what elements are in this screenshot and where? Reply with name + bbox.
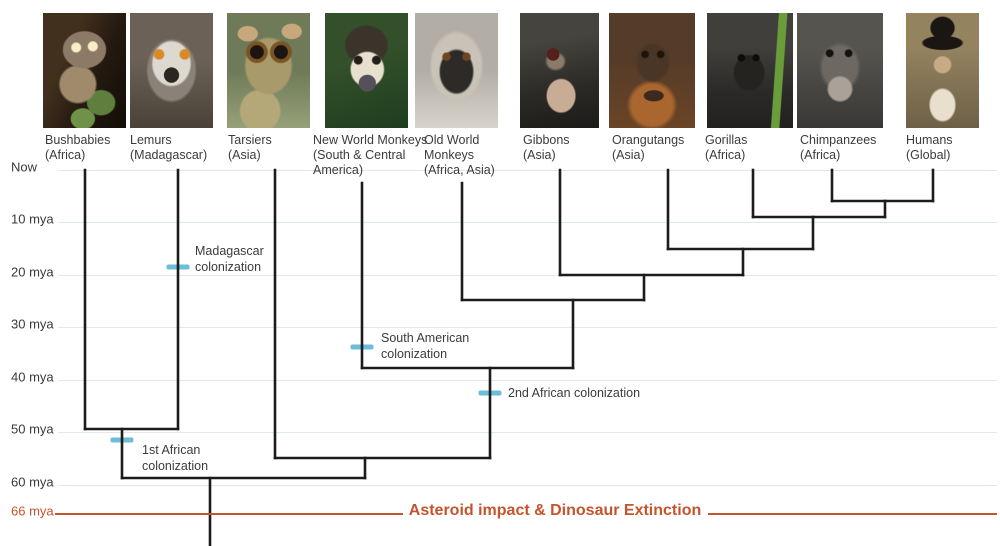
gridline-40-mya — [58, 380, 997, 381]
gorilla-photo — [707, 13, 793, 128]
gridline-30-mya — [58, 327, 997, 328]
second-african-colonization-tick — [478, 390, 502, 396]
south-american-colonization-label-line: colonization — [381, 347, 448, 361]
tarsier-photo — [227, 13, 310, 128]
bushbabies-label-line: Bushbabies — [45, 133, 111, 147]
gridline-60-mya — [58, 485, 997, 486]
gridline-now — [58, 170, 997, 171]
chimpanzees-label-line: Chimpanzees — [800, 133, 877, 147]
old-world-monkeys-label-line: (Africa, Asia) — [424, 163, 495, 177]
madagascar-colonization-label: Madagascar colonization — [195, 243, 264, 275]
bushbabies-label: Bushbabies(Africa) — [45, 133, 110, 163]
tarsiers-label-line: Tarsiers — [228, 133, 272, 147]
first-african-colonization-label: 1st African colonization — [142, 442, 208, 474]
axis-label-now: Now — [11, 159, 38, 175]
south-american-colonization-label-line: South American — [381, 331, 470, 345]
madagascar-colonization-tick — [166, 264, 190, 270]
gibbons-label: Gibbons(Asia) — [523, 133, 570, 163]
orangutangs-label-line: (Asia) — [612, 148, 645, 162]
vervet-monkey-photo — [415, 13, 498, 128]
charles-darwin-photo — [906, 13, 979, 128]
humans-label-line: (Global) — [906, 148, 951, 162]
gridline-20-mya — [58, 275, 997, 276]
first-african-colonization-tick — [110, 437, 134, 443]
orangutangs-label: Orangutangs(Asia) — [612, 133, 684, 163]
old-world-monkeys-label-line: Old World — [424, 133, 480, 147]
tarsiers-label-line: (Asia) — [228, 148, 261, 162]
axis-label-20-mya: 20 mya — [11, 264, 54, 280]
second-african-colonization-label: 2nd African colonization — [508, 385, 640, 401]
madagascar-colonization-label-line: colonization — [195, 260, 262, 274]
humans-label-line: Humans — [906, 133, 953, 147]
lemurs-label-line: (Madagascar) — [130, 148, 208, 162]
gridline-10-mya — [58, 222, 997, 223]
gibbons-label-line: Gibbons — [523, 133, 570, 147]
axis-label-50-mya: 50 mya — [11, 421, 54, 437]
tarsiers-label: Tarsiers(Asia) — [228, 133, 272, 163]
lemurs-label-line: Lemurs — [130, 133, 172, 147]
chimpanzees-label-line: (Africa) — [800, 148, 841, 162]
orangutangs-label-line: Orangutangs — [612, 133, 685, 147]
extinction-label: Asteroid impact & Dinosaur Extinction — [408, 502, 702, 519]
gridline-50-mya — [58, 432, 997, 433]
extinction-line — [708, 513, 997, 515]
humans-label: Humans(Global) — [906, 133, 953, 163]
new-world-monkeys-label-line: (South & Central — [313, 148, 406, 162]
axis-label-40-mya: 40 mya — [11, 369, 54, 385]
chimpanzees-label: Chimpanzees(Africa) — [800, 133, 876, 163]
new-world-monkeys-label-line: New World Monkeys — [313, 133, 428, 147]
axis-label-66-mya: 66 mya — [11, 503, 54, 519]
bushbaby-photo — [43, 13, 126, 128]
first-african-colonization-label-line: 1st African — [142, 443, 201, 457]
new-world-monkeys-label-line: America) — [313, 163, 364, 177]
first-african-colonization-label-line: colonization — [142, 459, 209, 473]
gibbons-label-line: (Asia) — [523, 148, 556, 162]
gorillas-label: Gorillas(Africa) — [705, 133, 747, 163]
axis-label-30-mya: 30 mya — [11, 316, 54, 332]
axis-label-10-mya: 10 mya — [11, 211, 54, 227]
chimpanzee-photo — [797, 13, 883, 128]
old-world-monkeys-label-line: Monkeys — [424, 148, 475, 162]
ring-tailed-lemur-photo — [130, 13, 213, 128]
axis-label-60-mya: 60 mya — [11, 474, 54, 490]
gorillas-label-line: Gorillas — [705, 133, 748, 147]
bushbabies-label-line: (Africa) — [45, 148, 86, 162]
south-american-colonization-label: South American colonization — [381, 330, 469, 362]
siamang-gibbon-photo — [520, 13, 599, 128]
extinction-line — [55, 513, 403, 515]
lemurs-label: Lemurs(Madagascar) — [130, 133, 207, 163]
squirrel-monkey-photo — [325, 13, 408, 128]
orangutan-photo — [609, 13, 695, 128]
gorillas-label-line: (Africa) — [705, 148, 746, 162]
south-american-colonization-tick — [350, 344, 374, 350]
madagascar-colonization-label-line: Madagascar — [195, 244, 264, 258]
second-african-colonization-label-line: 2nd African colonization — [508, 386, 641, 400]
